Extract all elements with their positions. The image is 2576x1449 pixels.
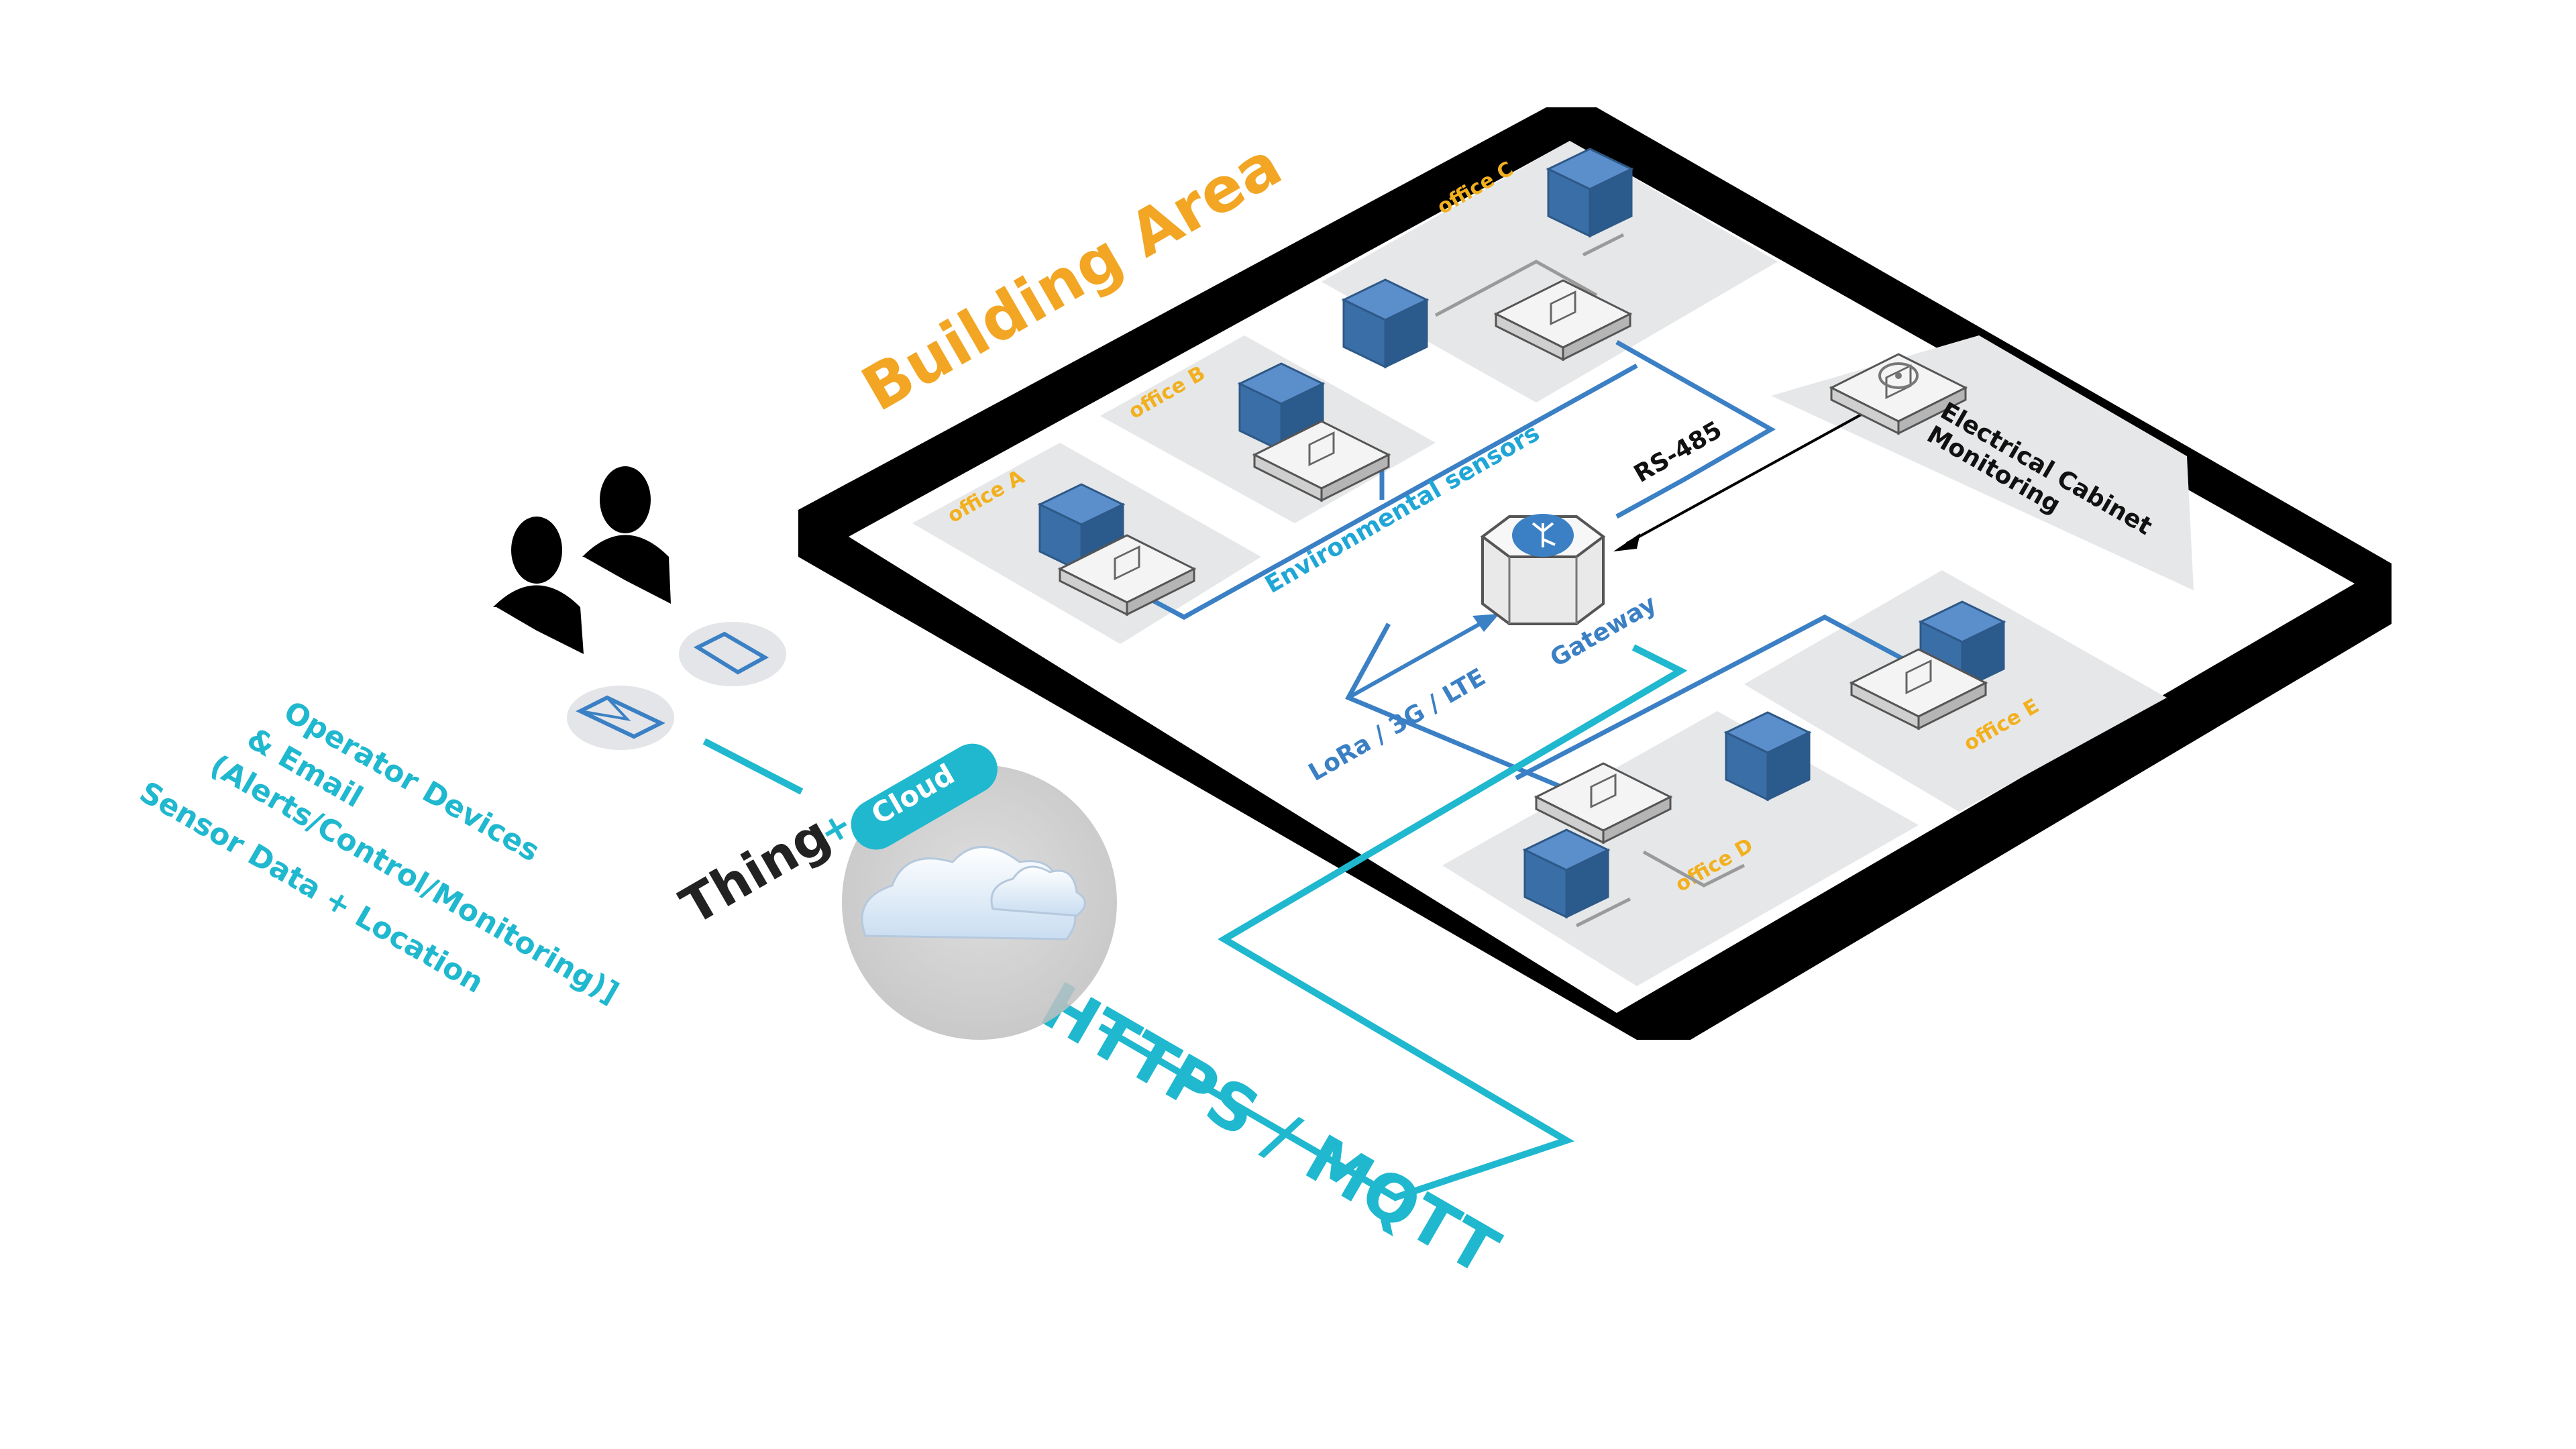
office-c-cube-right[interactable]: [1547, 148, 1633, 237]
lora-arrow: [1347, 614, 1499, 700]
office-d-cube-right[interactable]: [1725, 711, 1811, 801]
https-mqtt-label: HTTPS / MQTT: [1029, 968, 1511, 1290]
cloud-icon: [861, 846, 1086, 941]
meter-icon[interactable]: [1830, 353, 1967, 435]
office-c-area: [1322, 141, 1778, 402]
device-links: [1434, 233, 1746, 928]
devices-to-cloud-link: [702, 738, 804, 795]
office-d-cube-left[interactable]: [1523, 828, 1609, 918]
users-icon: [493, 466, 671, 654]
electrical-to-gateway-arrow: [1613, 411, 1866, 551]
tablet-icon[interactable]: [679, 622, 786, 686]
https-mqtt-route: [1098, 644, 1688, 1201]
gateway-icon[interactable]: [1480, 514, 1606, 625]
email-icon[interactable]: [567, 686, 674, 750]
office-c-cube-left[interactable]: [1342, 278, 1428, 368]
cloud-badge: Cloud Thing +: [671, 743, 1117, 1040]
